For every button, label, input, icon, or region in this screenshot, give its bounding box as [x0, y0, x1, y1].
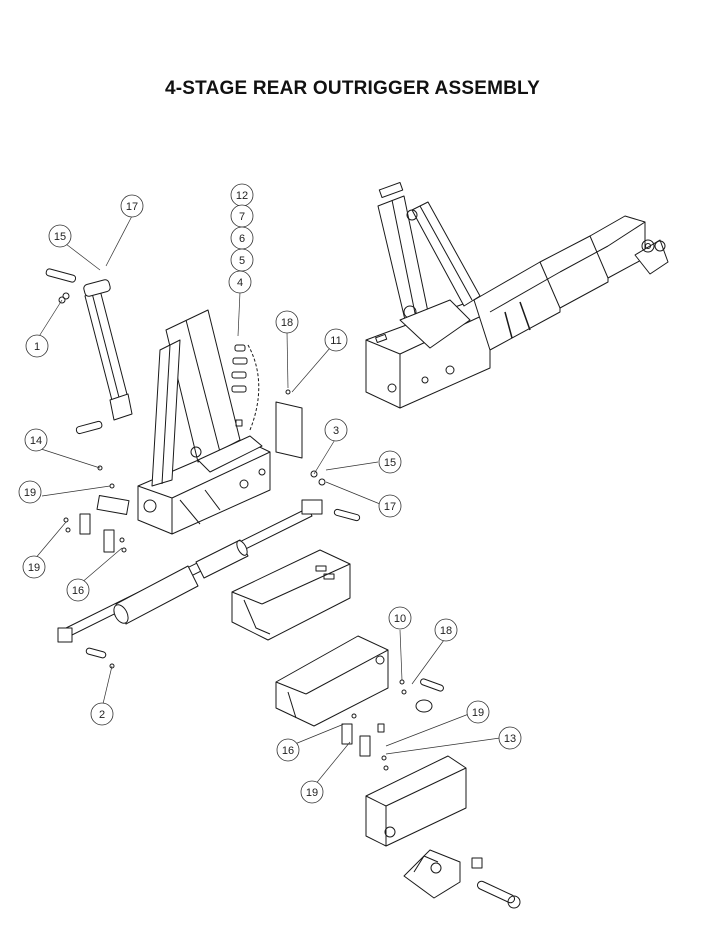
callout-bubble	[24, 428, 48, 452]
callout-c17a: 17	[120, 194, 144, 218]
callout-bubble	[498, 726, 522, 750]
callout-number: 2	[99, 709, 105, 721]
jack-body	[137, 309, 271, 535]
callout-c1: 1	[25, 334, 49, 358]
callouts-layer: 17 15 1 12 7 6 5 4 18 11 14 19 19 16 3 15 17 2 10 18 19 13 16 1…	[18, 183, 522, 804]
callout-bubble	[25, 334, 49, 358]
callout-bubble	[378, 494, 402, 518]
callout-c19b: 19	[22, 555, 46, 579]
callout-c19c: 19	[466, 700, 490, 724]
callout-number: 13	[504, 733, 516, 745]
callout-number: 6	[239, 233, 245, 245]
pin-hardware-stack	[231, 344, 260, 431]
callout-number: 12	[236, 190, 248, 202]
callout-number: 17	[384, 501, 396, 513]
callout-number: 3	[333, 425, 339, 437]
callout-c15b: 15	[378, 450, 402, 474]
callout-bubble	[300, 780, 324, 804]
callout-c16a: 16	[66, 578, 90, 602]
callout-number: 5	[239, 255, 245, 267]
lift-cylinder	[45, 268, 133, 435]
callout-number: 11	[330, 335, 341, 347]
callout-c13: 13	[498, 726, 522, 750]
callout-number: 19	[24, 487, 36, 499]
callout-c2: 2	[90, 702, 114, 726]
extension-cylinder	[57, 470, 361, 669]
callout-number: 16	[282, 745, 294, 757]
callout-number: 15	[54, 231, 66, 243]
callout-c16b: 16	[276, 738, 300, 762]
callout-number: 14	[30, 435, 42, 447]
callout-number: 18	[281, 317, 293, 329]
callout-number: 1	[34, 341, 40, 353]
callout-bubble	[18, 480, 42, 504]
callout-c12: 12	[230, 183, 254, 207]
callout-bubble	[388, 606, 412, 630]
callout-c19a: 19	[18, 480, 42, 504]
leader-lines	[33, 215, 501, 787]
callout-c14: 14	[24, 428, 48, 452]
assembled-outrigger	[365, 181, 669, 409]
foot-pad	[403, 849, 521, 909]
callout-bubble	[466, 700, 490, 724]
callout-number: 7	[239, 211, 245, 223]
callout-c15a: 15	[48, 224, 72, 248]
callout-bubble	[324, 418, 348, 442]
callout-bubble	[66, 578, 90, 602]
callout-c6: 6	[230, 226, 254, 250]
callout-number: 4	[237, 277, 243, 289]
callout-c18b: 18	[434, 618, 458, 642]
callout-bubble	[324, 328, 348, 352]
callout-number: 15	[384, 457, 396, 469]
callout-bubble	[434, 618, 458, 642]
callout-c7: 7	[230, 204, 254, 228]
callout-c19d: 19	[300, 780, 324, 804]
callout-c3: 3	[324, 418, 348, 442]
stage-hardware	[341, 678, 444, 771]
extension-stage-2	[275, 635, 389, 727]
extension-stage-3	[365, 755, 467, 847]
cover-plate	[275, 389, 303, 459]
callout-bubble	[22, 555, 46, 579]
callout-bubble	[120, 194, 144, 218]
callout-bubble	[90, 702, 114, 726]
bolt-plate-hardware	[63, 465, 130, 553]
callout-c5: 5	[230, 248, 254, 272]
callout-bubble	[48, 224, 72, 248]
callout-c17b: 17	[378, 494, 402, 518]
callout-number: 19	[28, 562, 40, 574]
callout-number: 17	[126, 201, 138, 213]
callout-bubble	[378, 450, 402, 474]
extension-stage-1	[231, 549, 351, 641]
callout-number: 19	[306, 787, 318, 799]
callout-c10: 10	[388, 606, 412, 630]
callout-c4: 4	[228, 270, 252, 294]
callout-number: 10	[394, 613, 406, 625]
callout-c18a: 18	[275, 310, 299, 334]
callout-number: 19	[472, 707, 484, 719]
callout-bubble	[275, 310, 299, 334]
callout-bubble	[276, 738, 300, 762]
diagram-title: 4-STAGE REAR OUTRIGGER ASSEMBLY	[165, 78, 540, 99]
callout-c11: 11	[324, 328, 348, 352]
callout-number: 18	[440, 625, 452, 637]
callout-bubble	[228, 270, 252, 294]
callout-number: 16	[72, 585, 84, 597]
